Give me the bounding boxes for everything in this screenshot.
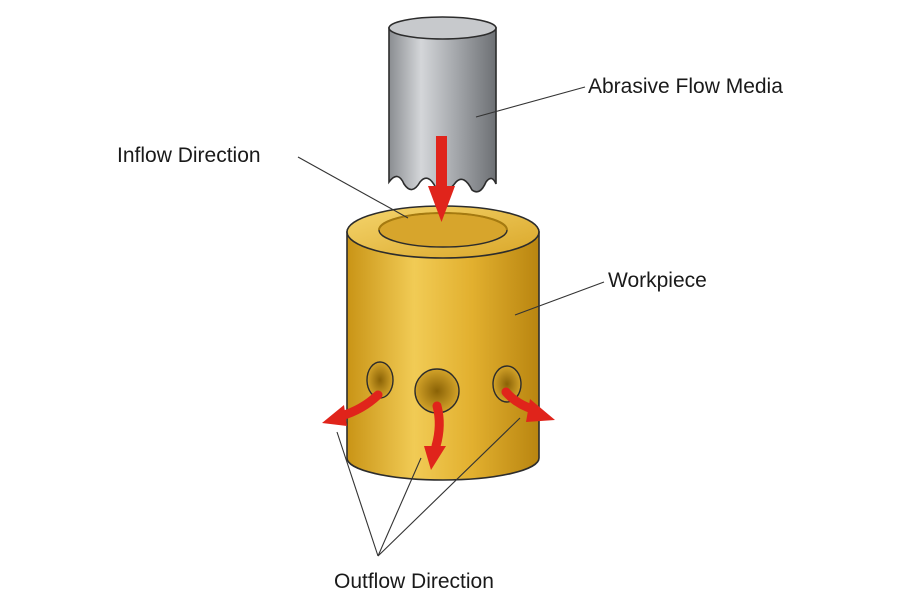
- outflow-arrow-right-icon: [501, 387, 555, 422]
- label-abrasive-flow-media: Abrasive Flow Media: [588, 75, 783, 98]
- leader-line-outflow-3: [377, 417, 521, 557]
- leader-line-workpiece: [514, 281, 605, 316]
- leader-line-outflow-1: [336, 431, 379, 557]
- leader-line-outflow-2: [377, 457, 422, 557]
- label-workpiece: Workpiece: [608, 269, 707, 292]
- workpiece-holes: [366, 361, 522, 414]
- workpiece-cylinder: [346, 205, 540, 481]
- leader-line-abrasive: [475, 86, 586, 118]
- inflow-arrow-icon: [428, 136, 455, 222]
- label-inflow-direction: Inflow Direction: [117, 144, 261, 167]
- outflow-arrow-center-icon: [424, 401, 446, 470]
- leader-lines: [297, 86, 605, 557]
- outflow-arrow-left-icon: [322, 390, 383, 426]
- leader-line-inflow: [297, 156, 409, 219]
- label-outflow-direction: Outflow Direction: [334, 570, 494, 593]
